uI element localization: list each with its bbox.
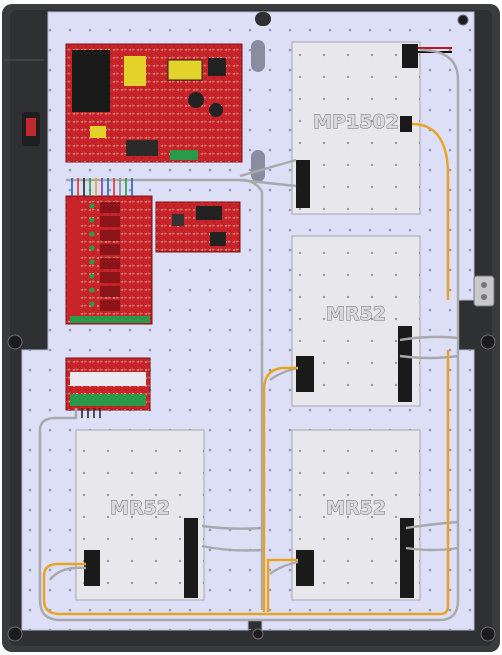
distribution-leads <box>81 408 101 418</box>
board-label-mr52-bottom-left: MR52 <box>110 497 170 519</box>
mount-slot <box>251 40 265 72</box>
distribution-board <box>65 357 151 411</box>
board-label-mp1502: MP1502 <box>313 111 399 133</box>
power-supply-board <box>65 43 243 163</box>
mount-screws <box>7 14 496 642</box>
module-mp1502 <box>291 41 421 215</box>
tamper-switch-dot <box>481 294 487 300</box>
module-mr52-bottom-left <box>75 429 205 601</box>
mount-slot <box>251 150 265 182</box>
tamper-switch[interactable] <box>473 275 495 307</box>
tamper-switch-dot <box>481 282 487 288</box>
module-mr52-bottom-right <box>291 429 421 601</box>
relay-board <box>65 195 153 325</box>
cable-bundle <box>71 178 133 196</box>
module-mr52-mid <box>291 235 421 407</box>
gray-bus-wires <box>38 48 460 622</box>
mount-slot <box>255 12 271 26</box>
yellow-loop-wires <box>42 122 450 616</box>
board-label-mr52-bottom-right: MR52 <box>326 497 386 519</box>
interface-board <box>155 201 241 253</box>
latch-indicator <box>26 118 36 136</box>
board-label-mr52-mid: MR52 <box>326 303 386 325</box>
